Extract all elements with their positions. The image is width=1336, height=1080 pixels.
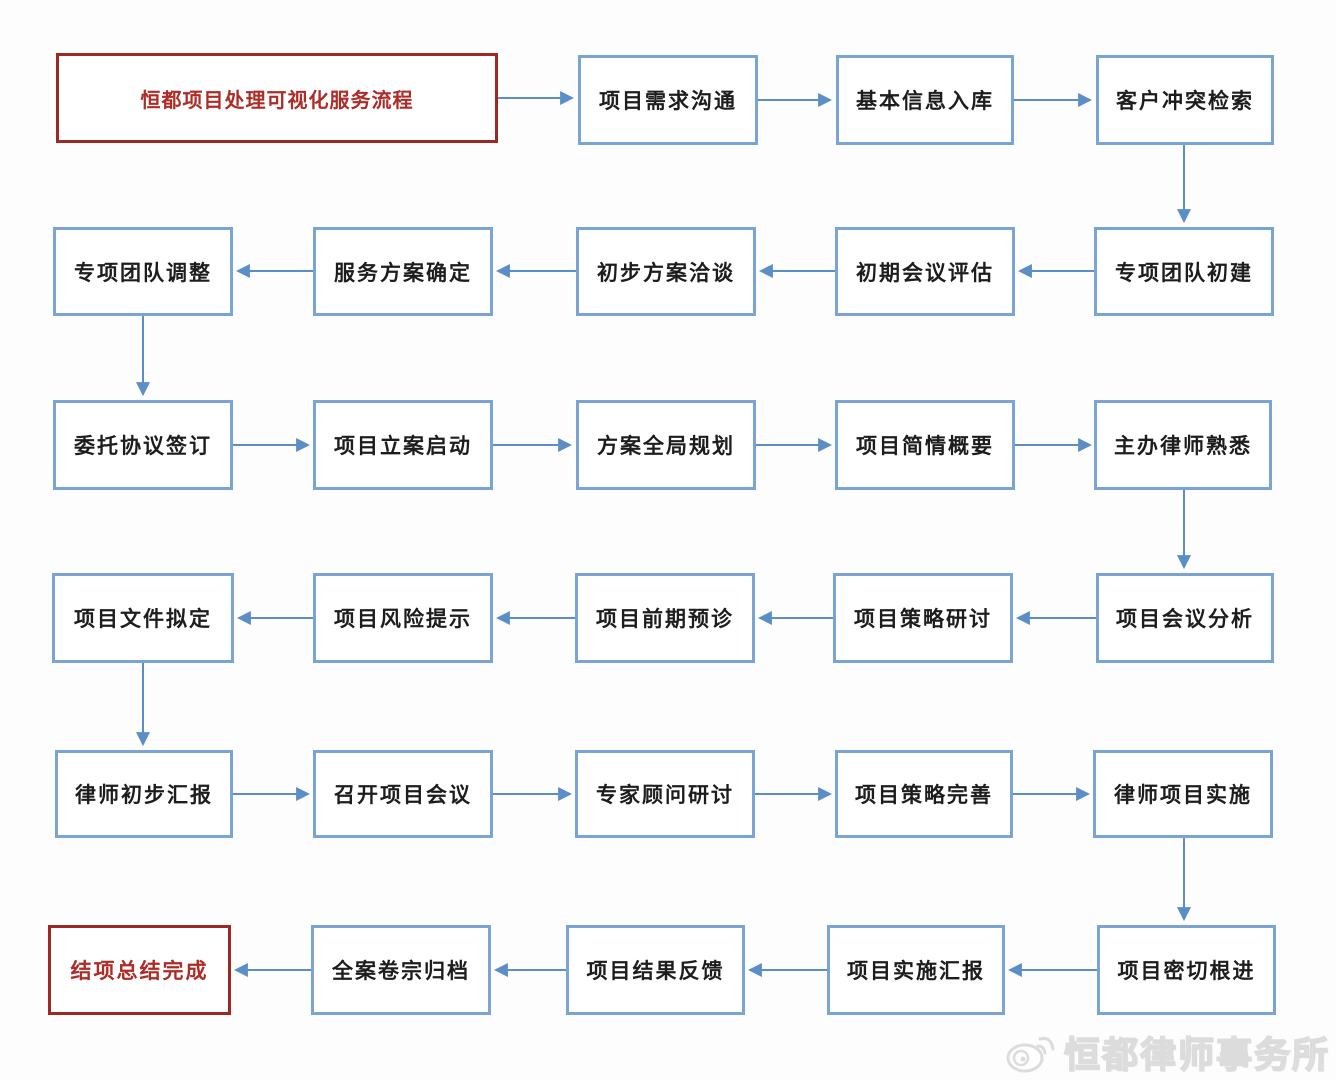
- node-overall-plan-design: 方案全局规划: [576, 400, 756, 490]
- watermark-text: 恒都律师事务所: [1063, 1033, 1330, 1076]
- node-project-brief-summary: 项目简情概要: [835, 400, 1015, 490]
- node-lawyer-implementation: 律师项目实施: [1093, 750, 1273, 838]
- start-node-title: 恒都项目处理可视化服务流程: [56, 53, 498, 143]
- weibo-icon: [1006, 1037, 1055, 1073]
- node-initial-meeting-evaluation: 初期会议评估: [835, 227, 1015, 316]
- node-client-conflict-search: 客户冲突检索: [1096, 55, 1274, 145]
- node-case-file-archiving: 全案卷宗归档: [311, 925, 491, 1015]
- watermark: 恒都律师事务所: [1002, 1026, 1330, 1078]
- node-project-meeting-convening: 召开项目会议: [313, 750, 493, 838]
- node-service-plan-confirmation: 服务方案确定: [313, 227, 493, 316]
- node-strategy-discussion: 项目策略研讨: [833, 573, 1013, 663]
- end-node-completion: 结项总结完成: [48, 925, 231, 1015]
- node-demand-communication: 项目需求沟通: [578, 55, 758, 145]
- node-basic-info-entry: 基本信息入库: [836, 55, 1014, 145]
- node-team-initial-setup: 专项团队初建: [1094, 227, 1274, 316]
- node-strategy-refinement: 项目策略完善: [835, 750, 1013, 838]
- node-expert-consultant-discussion: 专家顾问研讨: [575, 750, 755, 838]
- node-document-drafting: 项目文件拟定: [52, 573, 234, 663]
- node-close-follow-up: 项目密切根进: [1097, 925, 1276, 1015]
- node-result-feedback: 项目结果反馈: [566, 925, 745, 1015]
- node-early-stage-prediagnosis: 项目前期预诊: [575, 573, 755, 663]
- node-project-meeting-analysis: 项目会议分析: [1096, 573, 1274, 663]
- node-team-adjustment: 专项团队调整: [53, 227, 233, 316]
- node-engagement-agreement-signing: 委托协议签订: [53, 400, 233, 490]
- node-preliminary-plan-discussion: 初步方案洽谈: [576, 227, 756, 316]
- node-risk-warning: 项目风险提示: [313, 573, 493, 663]
- node-implementation-report: 项目实施汇报: [827, 925, 1005, 1015]
- node-lead-lawyer-familiarization: 主办律师熟悉: [1094, 400, 1272, 490]
- node-lawyer-initial-report: 律师初步汇报: [55, 750, 233, 838]
- node-project-filing-launch: 项目立案启动: [313, 400, 493, 490]
